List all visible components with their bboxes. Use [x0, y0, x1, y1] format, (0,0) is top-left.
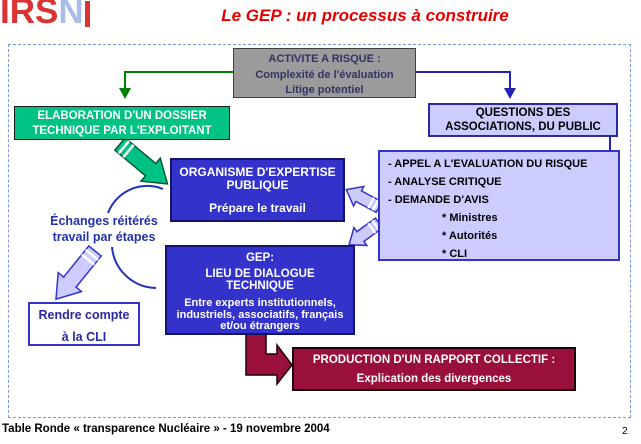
activite-a-risque-box: ACTIVITE A RISQUE : Complexité de l'éval… — [233, 48, 416, 98]
echanges-line1: Échanges réitérés — [50, 214, 158, 228]
footer-caption: Table Ronde « transparence Nucléaire » -… — [2, 423, 330, 435]
rendre-line2: à la CLI — [61, 330, 107, 344]
avis-sub-ministres: * Ministres — [442, 212, 498, 224]
logo-red-bar — [84, 1, 90, 27]
gep-box: GEP: LIEU DE DIALOGUE TECHNIQUE Entre ex… — [165, 245, 355, 335]
gep-title: GEP: — [245, 252, 275, 264]
echanges-label: Échanges réitérés travail par étapes — [38, 214, 170, 245]
spacer — [294, 366, 574, 373]
organisme-line3: Prépare le travail — [209, 201, 306, 215]
gep-line3: TECHNIQUE — [226, 280, 294, 292]
production-line2: Explication des divergences — [356, 373, 512, 385]
production-rapport-box: PRODUCTION D'UN RAPPORT COLLECTIF : Expl… — [292, 347, 576, 391]
logo-text-red: IRS — [0, 0, 59, 31]
gep-line6: et/ou étrangers — [220, 320, 300, 332]
questions-associations-box: QUESTIONS DES ASSOCIATIONS, DU PUBLIC — [428, 103, 618, 137]
gep-line2: LIEU DE DIALOGUE — [205, 268, 315, 280]
avis-panel: - APPEL A L'EVALUATION DU RISQUE - ANALY… — [378, 150, 620, 261]
activite-line1: ACTIVITE A RISQUE : — [268, 53, 381, 65]
page-number: 2 — [622, 426, 628, 437]
avis-item-demande: - DEMANDE D'AVIS — [388, 194, 489, 206]
gep-line4: Entre experts institutionnels, — [184, 297, 336, 309]
spacer — [30, 322, 138, 330]
questions-line2: ASSOCIATIONS, DU PUBLIC — [445, 121, 601, 133]
avis-sub-autorites: * Autorités — [442, 230, 498, 242]
gep-line5: industriels, associatifs, français — [176, 308, 344, 321]
questions-line1: QUESTIONS DES — [475, 107, 571, 119]
rendre-line1: Rendre compte — [38, 308, 130, 322]
echanges-line2: travail par étapes — [52, 229, 156, 244]
elaboration-line1: ELABORATION D'UN DOSSIER — [37, 110, 207, 122]
diagram-frame — [8, 44, 631, 418]
elaboration-dossier-box: ELABORATION D'UN DOSSIER TECHNIQUE PAR L… — [14, 106, 230, 140]
organisme-line2: PUBLIQUE — [226, 178, 289, 192]
production-line1: PRODUCTION D'UN RAPPORT COLLECTIF : — [312, 354, 556, 366]
elaboration-line2: TECHNIQUE PAR L'EXPLOITANT — [32, 125, 212, 137]
organisme-line1: ORGANISME D'EXPERTISE — [179, 165, 336, 179]
rendre-compte-box: Rendre compte à la CLI — [28, 302, 140, 346]
slide-title: Le GEP : un processus à construire — [221, 6, 509, 25]
activite-line3: Litige potentiel — [285, 84, 364, 96]
avis-item-appel: - APPEL A L'EVALUATION DU RISQUE — [388, 158, 588, 170]
activite-line2: Complexité de l'évaluation — [255, 68, 394, 81]
avis-sub-cli: * CLI — [442, 248, 468, 260]
logo-text-blue: N — [58, 0, 84, 31]
organisme-expertise-box: ORGANISME D'EXPERTISE PUBLIQUE Prépare l… — [170, 158, 345, 222]
avis-item-analyse: - ANALYSE CRITIQUE — [388, 176, 502, 188]
